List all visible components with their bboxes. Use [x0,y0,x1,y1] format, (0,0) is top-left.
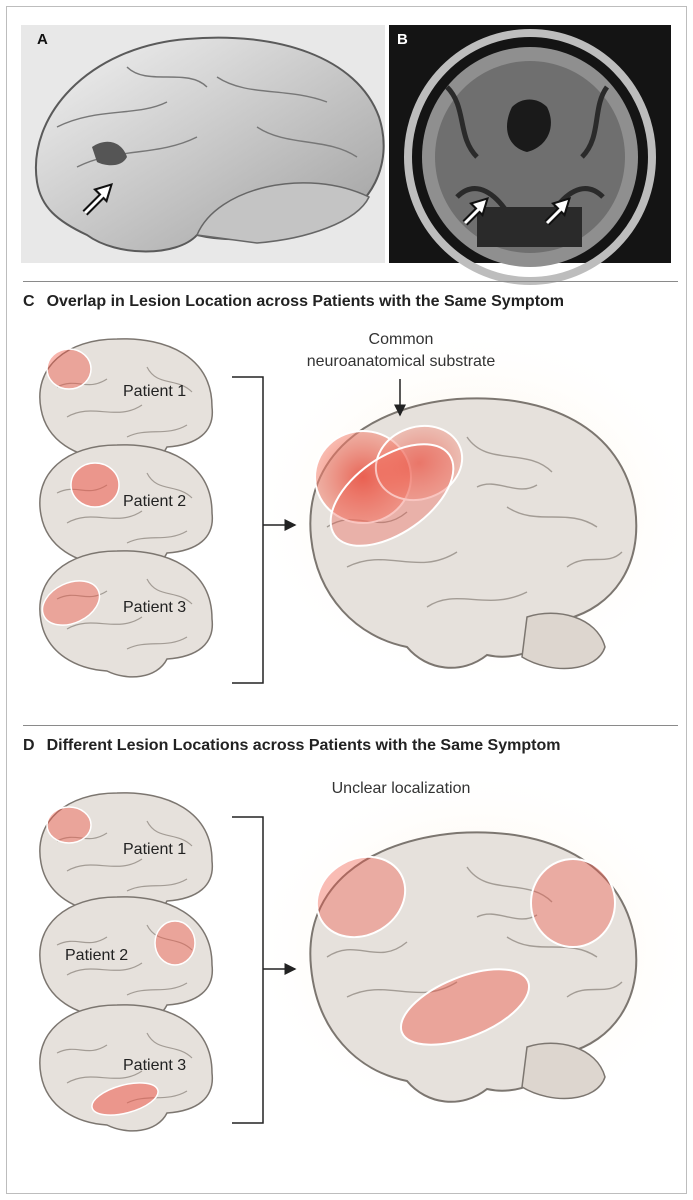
panel-a-label: A [37,31,48,48]
panel-d-brain-patient-1 [39,792,213,920]
panel-c-annotation-line1: Common [368,331,434,348]
panel-d-letter: D [23,737,35,754]
divider-middle [23,725,678,726]
panel-b-label: B [397,31,408,48]
panel-c-title: C Overlap in Lesion Location across Patie… [23,293,564,311]
panel-c-title-text: Overlap in Lesion Location across Patien… [46,293,565,310]
panel-c-brain-patient-2 [39,444,213,572]
panel-c-large-brain [309,397,638,670]
panel-a-photo [21,25,385,263]
panel-d-patient-3-label: Patient 3 [123,1057,187,1074]
divider-top [23,281,678,282]
panel-d-bracket [232,816,264,1124]
panel-c-patient-2-label: Patient 2 [123,493,187,510]
panel-c-bracket [232,376,264,684]
panel-b-arrow-icon-left [462,197,489,226]
panel-b-mri [389,25,671,285]
panel-d-patient-1-label: Patient 1 [123,841,187,858]
panel-c-patient-1-label: Patient 1 [123,383,187,400]
panel-c-brain-patient-3 [39,550,213,678]
panel-d-patient-2-label: Patient 2 [65,947,129,964]
panel-a-arrow-icon [82,183,113,216]
panel-c-letter: C [23,293,35,310]
panel-d-annotation: Unclear localization [331,780,471,797]
panel-c-patient-3-label: Patient 3 [123,599,187,616]
panel-d-large-brain [309,831,638,1103]
panel-d-brain-patient-2 [39,896,213,1024]
panel-d-brain-patient-3 [39,1004,213,1132]
panel-d-title: D Different Lesion Locations across Patie… [23,737,560,755]
figure-canvas [21,25,686,1132]
panel-c-annotation-line2: neuroanatomical substrate [306,353,496,370]
panel-d-title-text: Different Lesion Locations across Patien… [46,737,561,754]
figure-frame: A B C Overlap in Lesion Location across P… [6,6,687,1194]
panel-b-arrow-icon-right [544,197,571,226]
